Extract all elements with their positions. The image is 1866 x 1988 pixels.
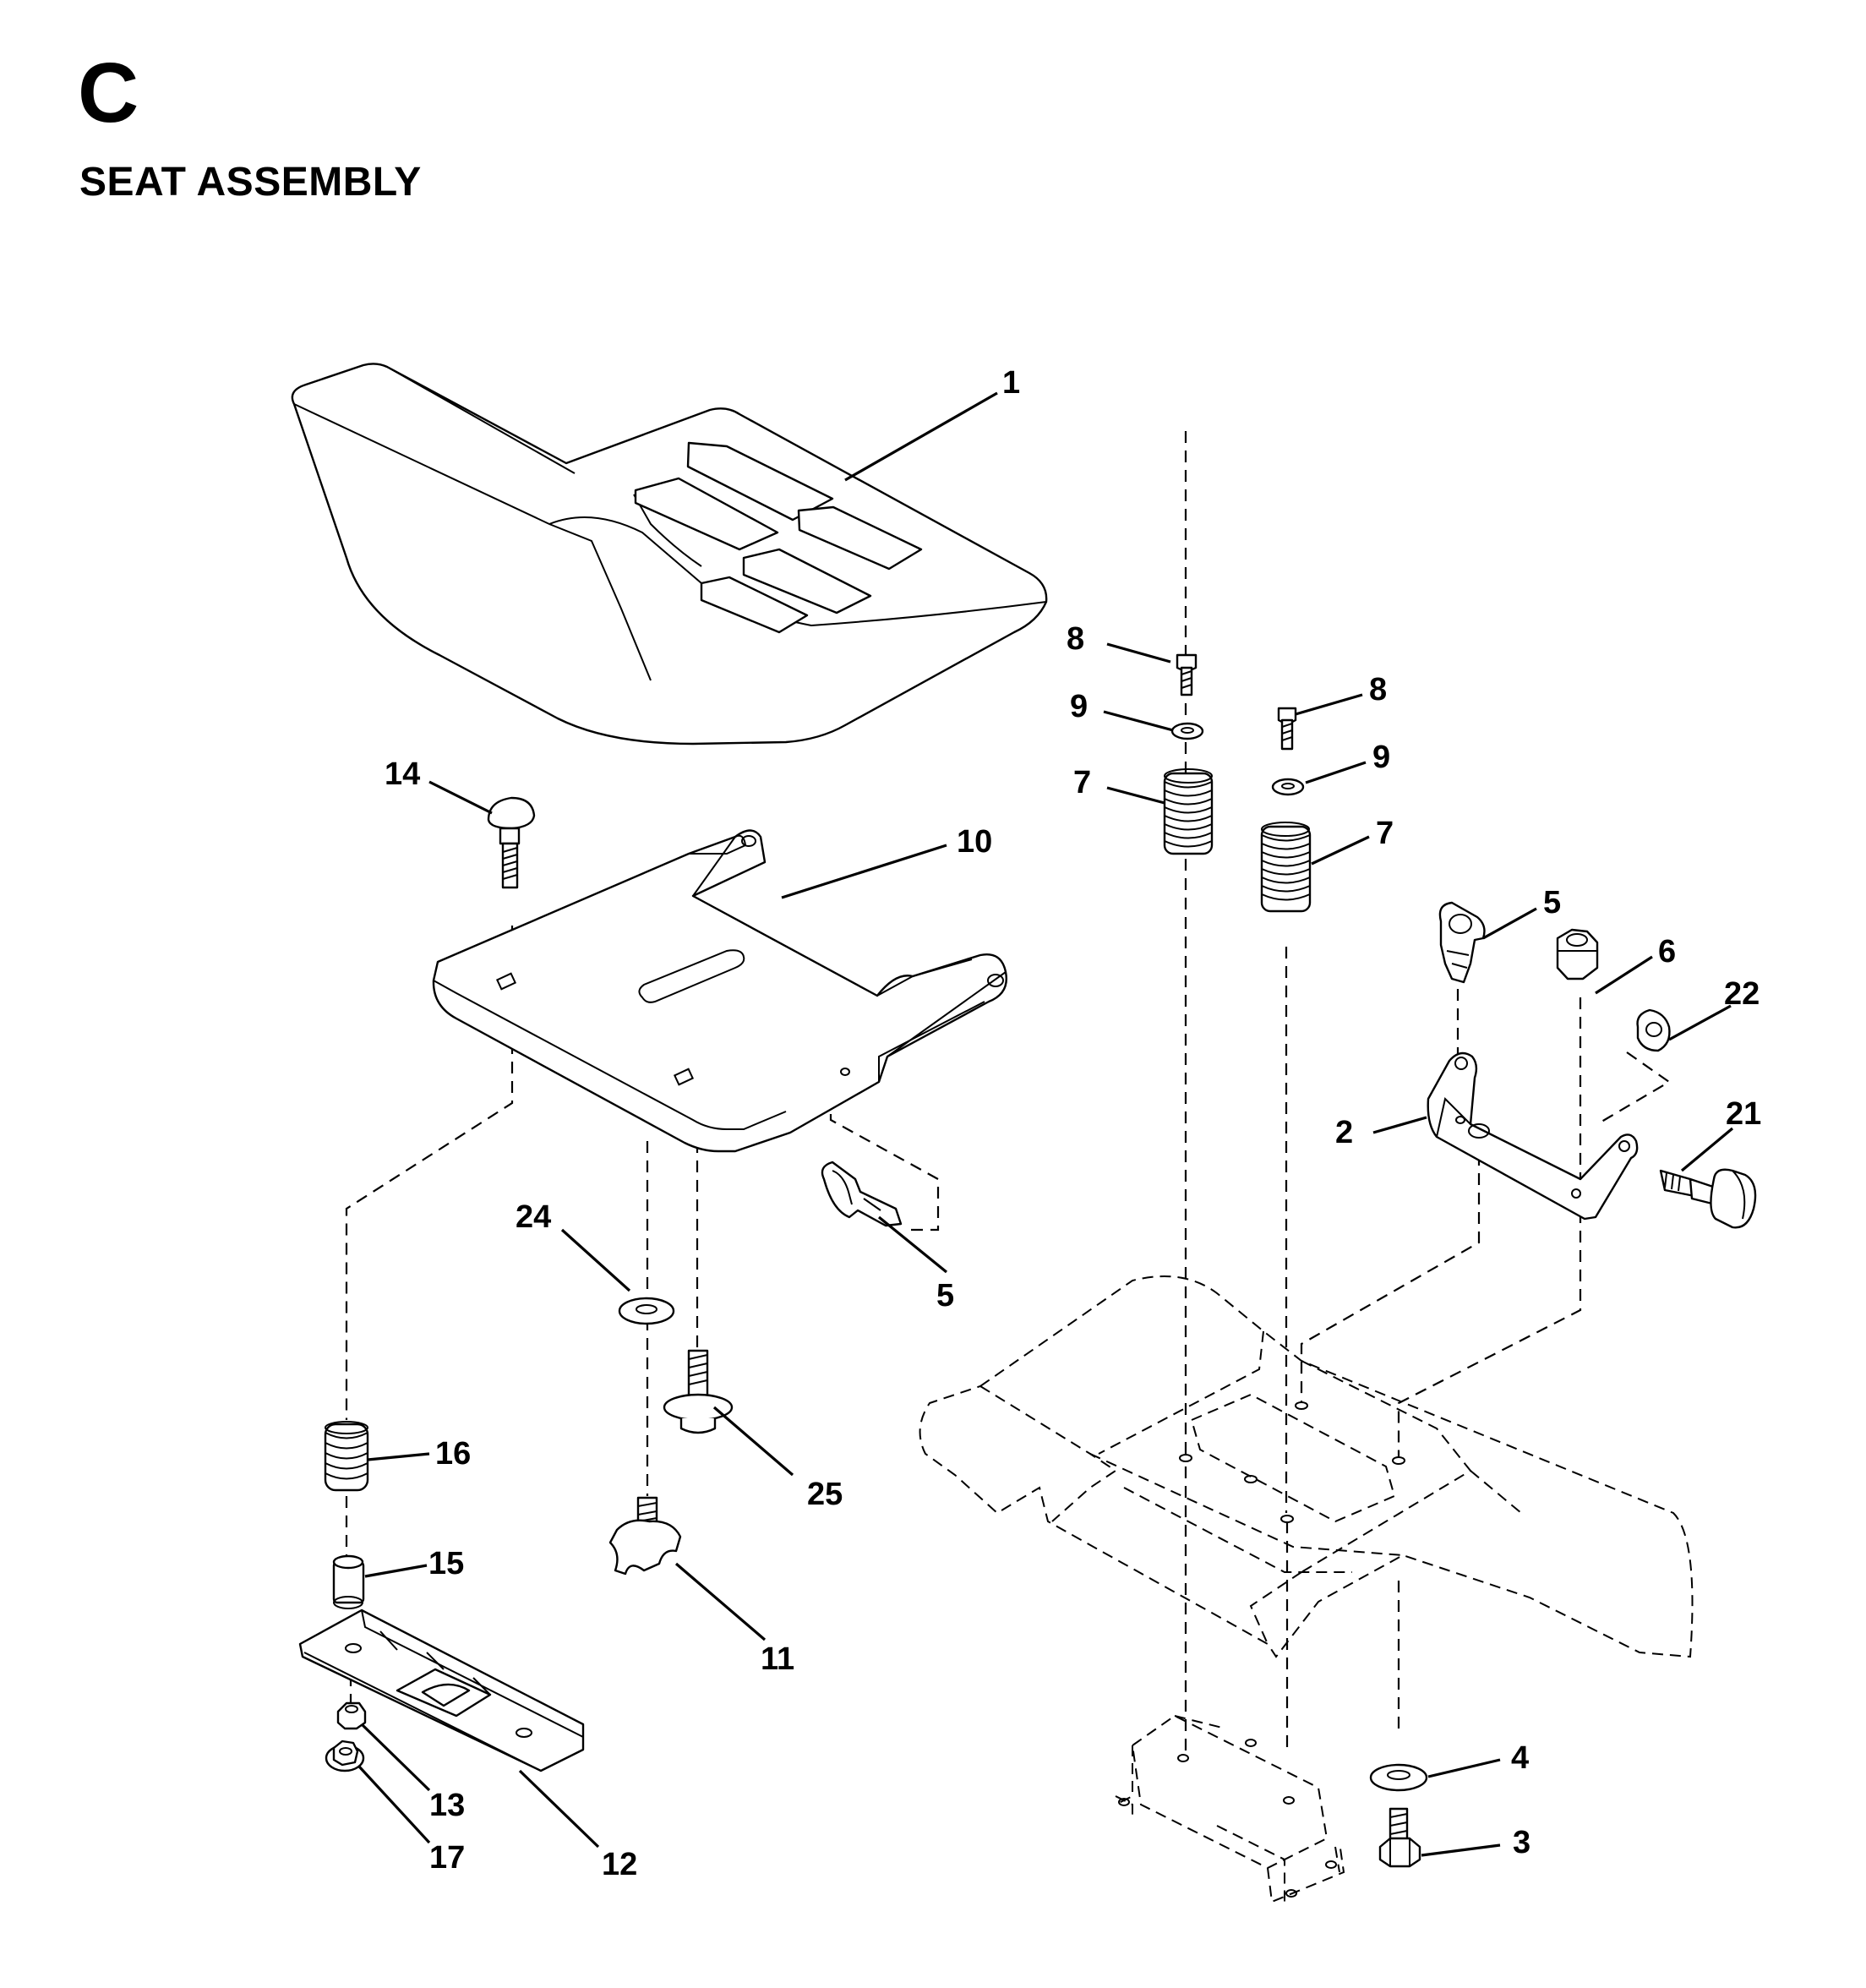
callout-4: 4: [1511, 1740, 1529, 1776]
assembly-guide-lines: [345, 431, 1672, 1758]
slide-bracket[interactable]: [298, 1608, 585, 1772]
callout-25: 25: [807, 1477, 843, 1512]
callout-24: 24: [516, 1199, 551, 1235]
callout-11: 11: [761, 1641, 794, 1677]
leader-lines: [357, 391, 1734, 1857]
seat-spring-left[interactable]: [1163, 768, 1214, 855]
callout-8-left: 8: [1067, 621, 1084, 657]
callout-5-upper: 5: [1543, 885, 1561, 920]
seat-spring-right[interactable]: [1260, 822, 1312, 913]
callout-9-left: 9: [1070, 689, 1088, 724]
shoulder-screw[interactable]: [663, 1349, 734, 1434]
callout-labels: 1 8 9 7 8 9 7 5 6 22 2 21 5 10 14 24 25 …: [385, 365, 1761, 1882]
callout-13: 13: [429, 1788, 465, 1823]
hinge-clip-lower[interactable]: [821, 1161, 903, 1227]
hex-nut[interactable]: [1556, 928, 1599, 980]
frame-washer[interactable]: [1369, 1763, 1428, 1792]
callout-3: 3: [1513, 1825, 1530, 1860]
spring-bolt-right[interactable]: [1277, 707, 1297, 751]
seat-pan[interactable]: [432, 829, 1007, 1153]
bushing[interactable]: [332, 1554, 365, 1609]
callout-7-right: 7: [1376, 816, 1394, 851]
callout-21: 21: [1726, 1096, 1761, 1132]
callout-17: 17: [429, 1840, 465, 1876]
hex-bolt[interactable]: [1378, 1807, 1421, 1868]
shoulder-bolt[interactable]: [1659, 1168, 1757, 1229]
tractor-frame-outline: [919, 1275, 1694, 1903]
callout-12: 12: [602, 1847, 637, 1882]
flat-washer[interactable]: [618, 1297, 675, 1325]
compression-spring[interactable]: [324, 1421, 369, 1492]
callout-15: 15: [428, 1546, 464, 1581]
callout-16: 16: [435, 1436, 471, 1472]
callout-1: 1: [1002, 365, 1020, 401]
hinge-clip-upper[interactable]: [1438, 901, 1486, 984]
callout-14: 14: [385, 756, 420, 792]
callout-7-left: 7: [1073, 765, 1091, 800]
callout-8-right: 8: [1369, 672, 1387, 707]
callout-5-lower: 5: [936, 1278, 954, 1314]
callout-10: 10: [957, 824, 992, 860]
spring-bolt-left[interactable]: [1176, 653, 1198, 696]
flange-nut[interactable]: [1636, 1008, 1671, 1052]
section-letter: C: [78, 46, 139, 140]
section-title: SEAT ASSEMBLY: [79, 160, 422, 205]
carriage-bolt[interactable]: [487, 796, 536, 889]
callout-2: 2: [1335, 1115, 1353, 1150]
callout-9-right: 9: [1372, 740, 1390, 775]
flange-lock-nut[interactable]: [325, 1740, 365, 1772]
small-nut[interactable]: [336, 1701, 367, 1730]
spring-washer-right[interactable]: [1271, 778, 1305, 796]
adjustment-knob[interactable]: [608, 1496, 682, 1576]
pivot-bracket[interactable]: [1427, 1051, 1639, 1221]
callout-22: 22: [1724, 976, 1760, 1012]
seat[interactable]: [291, 363, 1048, 746]
spring-washer-left[interactable]: [1170, 722, 1204, 740]
callout-6: 6: [1658, 934, 1676, 969]
